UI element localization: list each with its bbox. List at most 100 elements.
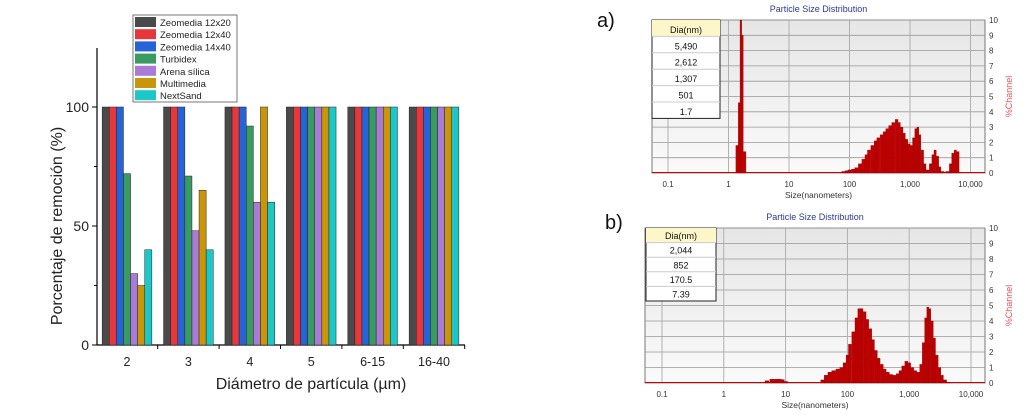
y-axis-label: Porcentaje de remoción (%) bbox=[49, 127, 66, 325]
x-tick-label: 10,000 bbox=[958, 180, 983, 189]
bar-zeomedia-12x40 bbox=[354, 106, 363, 346]
table-cell: 7.39 bbox=[672, 290, 690, 300]
bar-turbidex bbox=[123, 173, 131, 346]
distribution-bar bbox=[883, 131, 887, 174]
distribution-bar bbox=[938, 367, 942, 384]
distribution-bar bbox=[858, 163, 863, 174]
table-header: Dia(nm) bbox=[670, 25, 702, 35]
x-tick-label: 1,000 bbox=[899, 390, 920, 399]
chart-title: Particle Size Distribution bbox=[770, 4, 868, 14]
distribution-bar bbox=[882, 368, 887, 384]
distribution-bar bbox=[783, 381, 788, 384]
distribution-bar bbox=[863, 311, 867, 384]
distribution-bar bbox=[946, 382, 951, 384]
bar-multimedia bbox=[321, 106, 330, 346]
bar-zeomedia-12x20 bbox=[224, 106, 233, 346]
bar-arena-sílica bbox=[437, 106, 445, 346]
y-tick-label: 8 bbox=[989, 255, 994, 264]
distribution-bar bbox=[861, 159, 866, 174]
distribution-bar bbox=[854, 317, 859, 384]
x-tick-label: 16-40 bbox=[418, 355, 450, 369]
distribution-bar bbox=[738, 102, 741, 174]
bar-arena-sílica bbox=[130, 273, 138, 346]
table-cell: 2,044 bbox=[670, 246, 693, 256]
legend-label: Zeomedia 14x40 bbox=[160, 42, 231, 53]
y-tick-label: 7 bbox=[989, 62, 994, 71]
table-cell: 2,612 bbox=[675, 58, 698, 68]
bar-multimedia bbox=[198, 190, 207, 346]
distribution-bar bbox=[865, 319, 869, 384]
y-tick-label: 10 bbox=[989, 224, 998, 233]
distribution-bar bbox=[896, 373, 900, 384]
distribution-bar bbox=[901, 365, 905, 384]
legend-swatch bbox=[135, 78, 156, 88]
distribution-bar bbox=[919, 364, 923, 384]
y-tick-label: 2 bbox=[989, 348, 994, 357]
distribution-bar bbox=[877, 358, 881, 384]
panel-a: a)Particle Size Distribution012345678910… bbox=[597, 4, 1014, 200]
distribution-bar bbox=[902, 133, 906, 174]
distribution-bar bbox=[951, 152, 955, 174]
bar-zeomedia-12x40 bbox=[293, 106, 301, 346]
x-tick-label: 10 bbox=[781, 390, 790, 399]
distribution-bar bbox=[936, 156, 939, 174]
y-tick-label: 0 bbox=[81, 337, 89, 353]
distribution-bar bbox=[926, 306, 929, 384]
bar-arena-sílica bbox=[375, 106, 384, 346]
y-tick-label: 8 bbox=[989, 47, 994, 56]
distribution-bar bbox=[943, 379, 947, 384]
bar-zeomedia-14x40 bbox=[116, 106, 124, 346]
bar-zeomedia-12x40 bbox=[109, 106, 117, 346]
distribution-bar bbox=[741, 151, 747, 174]
distribution-bar bbox=[891, 122, 896, 174]
distribution-bar bbox=[910, 367, 914, 384]
distribution-bar bbox=[867, 149, 871, 174]
bar-zeomedia-14x40 bbox=[300, 106, 308, 346]
y-tick-label: 0 bbox=[989, 169, 994, 178]
distribution-bar bbox=[876, 137, 881, 174]
bar-turbidex bbox=[184, 175, 193, 346]
x-tick-label: 1 bbox=[722, 390, 727, 399]
bar-nextsand bbox=[205, 249, 214, 346]
distribution-bar bbox=[938, 166, 942, 174]
distribution-bar bbox=[824, 375, 828, 384]
x-tick-label: 5 bbox=[308, 355, 315, 369]
x-axis-label: Size(nanometers) bbox=[781, 400, 848, 410]
x-tick-label: 2 bbox=[124, 355, 131, 369]
distribution-bar bbox=[928, 308, 931, 384]
distribution-bar bbox=[892, 375, 897, 384]
distribution-bar bbox=[894, 119, 899, 174]
distribution-bar bbox=[769, 378, 775, 384]
distribution-bar bbox=[874, 350, 878, 384]
distribution-bar bbox=[870, 145, 875, 174]
distribution-bar bbox=[907, 143, 911, 174]
distribution-bar bbox=[923, 163, 927, 174]
panel-label: b) bbox=[605, 212, 623, 234]
distribution-bar bbox=[842, 362, 847, 384]
y-tick-label: 5 bbox=[989, 302, 994, 311]
x-tick-label: 100 bbox=[841, 390, 855, 399]
distribution-bar bbox=[885, 128, 889, 174]
distribution-bar bbox=[912, 137, 915, 174]
bar-zeomedia-12x20 bbox=[101, 106, 110, 346]
legend-label: Arena sílica bbox=[160, 67, 210, 78]
distribution-bar bbox=[854, 167, 859, 174]
bar-zeomedia-12x20 bbox=[163, 106, 171, 346]
x-tick-label: 6-15 bbox=[360, 355, 385, 369]
distribution-bar bbox=[940, 171, 945, 174]
distribution-bar bbox=[932, 337, 936, 384]
x-tick-label: 1,000 bbox=[900, 180, 921, 189]
bar-turbidex bbox=[307, 106, 315, 346]
table-cell: 1.7 bbox=[680, 107, 693, 117]
distribution-bar bbox=[773, 378, 779, 384]
distribution-bar bbox=[879, 134, 884, 174]
distribution-bar bbox=[909, 145, 913, 174]
y-tick-label: 2 bbox=[989, 138, 994, 147]
table-header: Dia(nm) bbox=[665, 231, 697, 241]
distribution-bar bbox=[888, 125, 892, 174]
bar-zeomedia-14x40 bbox=[423, 106, 431, 346]
bar-nextsand bbox=[390, 106, 398, 346]
y-axis-label: %Channel bbox=[1004, 285, 1014, 327]
table-cell: 852 bbox=[673, 260, 688, 270]
